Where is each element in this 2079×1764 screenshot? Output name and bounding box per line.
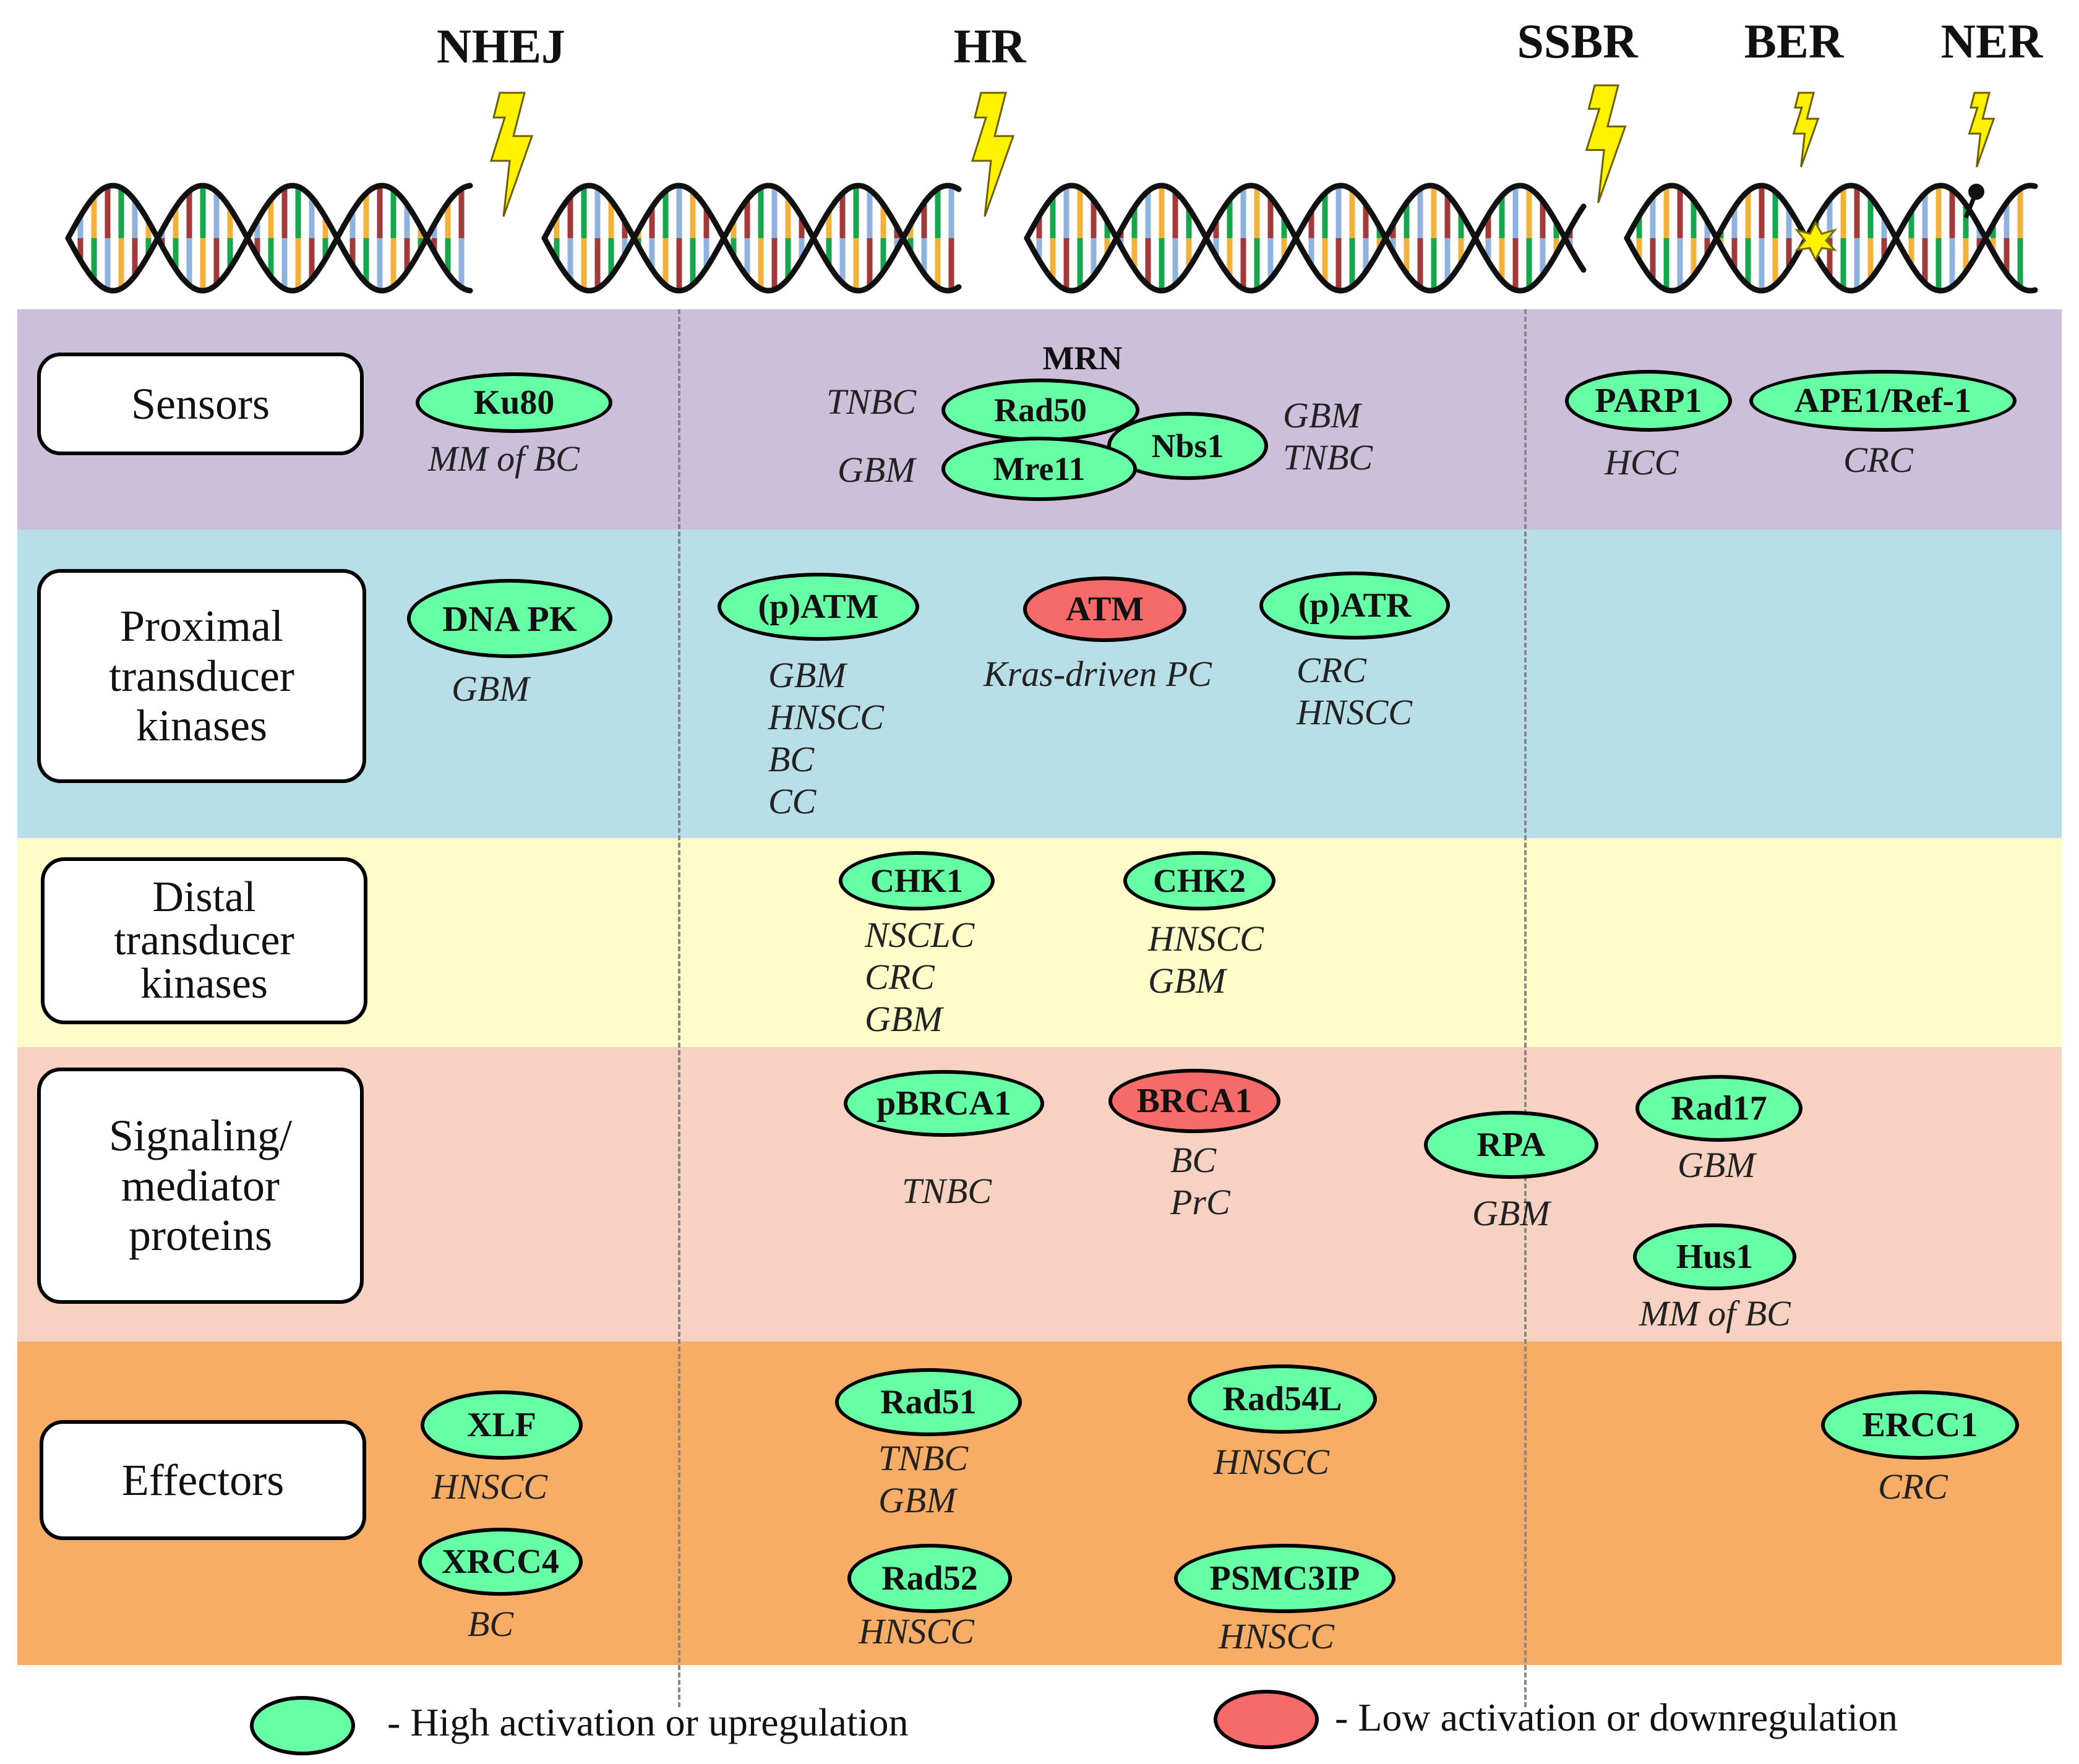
pbrca1-node: pBRCA1	[844, 1070, 1044, 1137]
parp1-node: PARP1	[1565, 370, 1732, 432]
patr-cancers: CRC HNSCC	[1297, 650, 1412, 732]
chk1-node: CHK1	[839, 851, 995, 910]
patr-node: (p)ATR	[1259, 572, 1450, 640]
rad51-node: Rad51	[835, 1368, 1022, 1436]
nhej-lightning-icon	[489, 92, 534, 217]
category-proximal-kinases: Proximal transducer kinases	[37, 569, 366, 783]
rad50-cancers: TNBC	[826, 382, 917, 422]
atm-node: ATM	[1023, 576, 1186, 642]
xrcc4-cancers: BC	[468, 1604, 514, 1644]
dna-strand	[1624, 182, 2038, 294]
pathway-label-ber: BER	[1744, 14, 1844, 68]
pathway-label-nhej: NHEJ	[436, 19, 566, 73]
dna-strand	[65, 182, 473, 294]
dna-strand	[1024, 182, 1587, 294]
rad17-node: Rad17	[1635, 1075, 1803, 1142]
category-sensors-label: Sensors	[131, 379, 270, 429]
rpa-cancers: GBM	[1472, 1193, 1550, 1233]
dna-strand	[541, 182, 962, 294]
category-distal-line1: Distal	[152, 873, 256, 921]
mre11-cancers: GBM	[838, 450, 915, 490]
hus1-cancers: MM of BC	[1639, 1293, 1791, 1334]
ssbr-lightning-icon	[1585, 84, 1627, 203]
rad52-cancers: HNSCC	[859, 1611, 974, 1651]
dna-strand	[1024, 182, 1587, 294]
brca1-node: BRCA1	[1108, 1069, 1280, 1133]
rad52-node: Rad52	[847, 1544, 1012, 1613]
dna-strand	[1624, 182, 2038, 294]
chk1-cancers: NSCLC CRC GBM	[865, 915, 975, 1039]
patm-node: (p)ATM	[718, 573, 919, 641]
category-signaling-mediator: Signaling/ mediator proteins	[37, 1068, 364, 1304]
ercc1-cancers: CRC	[1878, 1466, 1948, 1507]
category-proximal-line1: Proximal	[119, 601, 283, 651]
ku80-cancers: MM of BC	[428, 439, 580, 479]
patm-cancers: GBM HNSCC BC CC	[768, 655, 884, 821]
rpa-node: RPA	[1424, 1111, 1598, 1179]
pathway-label-ner: NER	[1940, 14, 2043, 68]
rad54l-cancers: HNSCC	[1214, 1442, 1329, 1482]
ber-lightning-icon	[1792, 92, 1820, 168]
parp1-cancers: HCC	[1605, 442, 1679, 482]
pathway-label-hr: HR	[953, 19, 1026, 73]
divider-nhej-hr	[678, 309, 680, 1707]
legend-high-swatch	[250, 1696, 355, 1755]
chk2-cancers: HNSCC GBM	[1148, 918, 1264, 1001]
dna-strand	[65, 182, 473, 294]
dna-helix-illustration	[65, 84, 2038, 294]
legend-low-swatch	[1214, 1690, 1319, 1749]
rad51-cancers: TNBC GBM	[878, 1438, 969, 1520]
ber-lesion-starburst-icon	[1794, 220, 1838, 262]
hr-lightning-icon	[971, 92, 1015, 217]
category-distal-kinases: Distal transducer kinases	[41, 857, 367, 1024]
pbrca1-cancers: TNBC	[902, 1171, 992, 1211]
legend-low-label: - Low activation or downregulation	[1335, 1695, 1898, 1739]
category-proximal-line2: transducer	[109, 651, 294, 701]
rad50-node: Rad50	[941, 379, 1139, 442]
divider-hr-ssbr	[1524, 309, 1527, 1707]
atm-cancers: Kras-driven PC	[984, 654, 1212, 694]
category-sensors: Sensors	[37, 353, 364, 455]
category-effectors-label: Effectors	[121, 1455, 285, 1505]
mre11-node: Mre11	[941, 437, 1137, 501]
mrn-complex-label: MRN	[1042, 340, 1123, 377]
dna-pk-node: DNA PK	[407, 579, 612, 658]
rad17-cancers: GBM	[1678, 1145, 1755, 1185]
brca1-cancers: BC PrC	[1170, 1140, 1230, 1222]
ape1-ref1-node: APE1/Ref-1	[1749, 370, 2017, 432]
pathway-label-ssbr: SSBR	[1517, 14, 1638, 68]
ner-lightning-icon	[1968, 92, 1995, 168]
nbs1-cancers: GBM TNBC	[1283, 395, 1373, 477]
ku80-node: Ku80	[416, 372, 612, 433]
category-proximal-line3: kinases	[136, 701, 267, 751]
psmc3ip-node: PSMC3IP	[1174, 1544, 1395, 1613]
legend-high-label: - High activation or upregulation	[387, 1700, 909, 1744]
dna-strand	[541, 182, 962, 294]
xlf-cancers: HNSCC	[432, 1466, 547, 1507]
xrcc4-node: XRCC4	[418, 1528, 583, 1596]
rad54l-node: Rad54L	[1188, 1364, 1377, 1434]
psmc3ip-cancers: HNSCC	[1219, 1616, 1334, 1656]
category-signaling-line2: mediator	[121, 1160, 280, 1210]
category-distal-line2: transducer	[114, 917, 294, 964]
hus1-node: Hus1	[1633, 1223, 1796, 1290]
chk2-node: CHK2	[1123, 851, 1275, 910]
ercc1-node: ERCC1	[1821, 1390, 2019, 1460]
xlf-node: XLF	[421, 1390, 583, 1460]
category-signaling-line3: proteins	[129, 1210, 272, 1261]
ape1-ref1-cancers: CRC	[1843, 440, 1913, 480]
dna-pk-cancers: GBM	[452, 669, 529, 709]
category-effectors: Effectors	[40, 1420, 366, 1540]
category-distal-line3: kinases	[140, 960, 268, 1008]
category-signaling-line1: Signaling/	[108, 1111, 292, 1161]
